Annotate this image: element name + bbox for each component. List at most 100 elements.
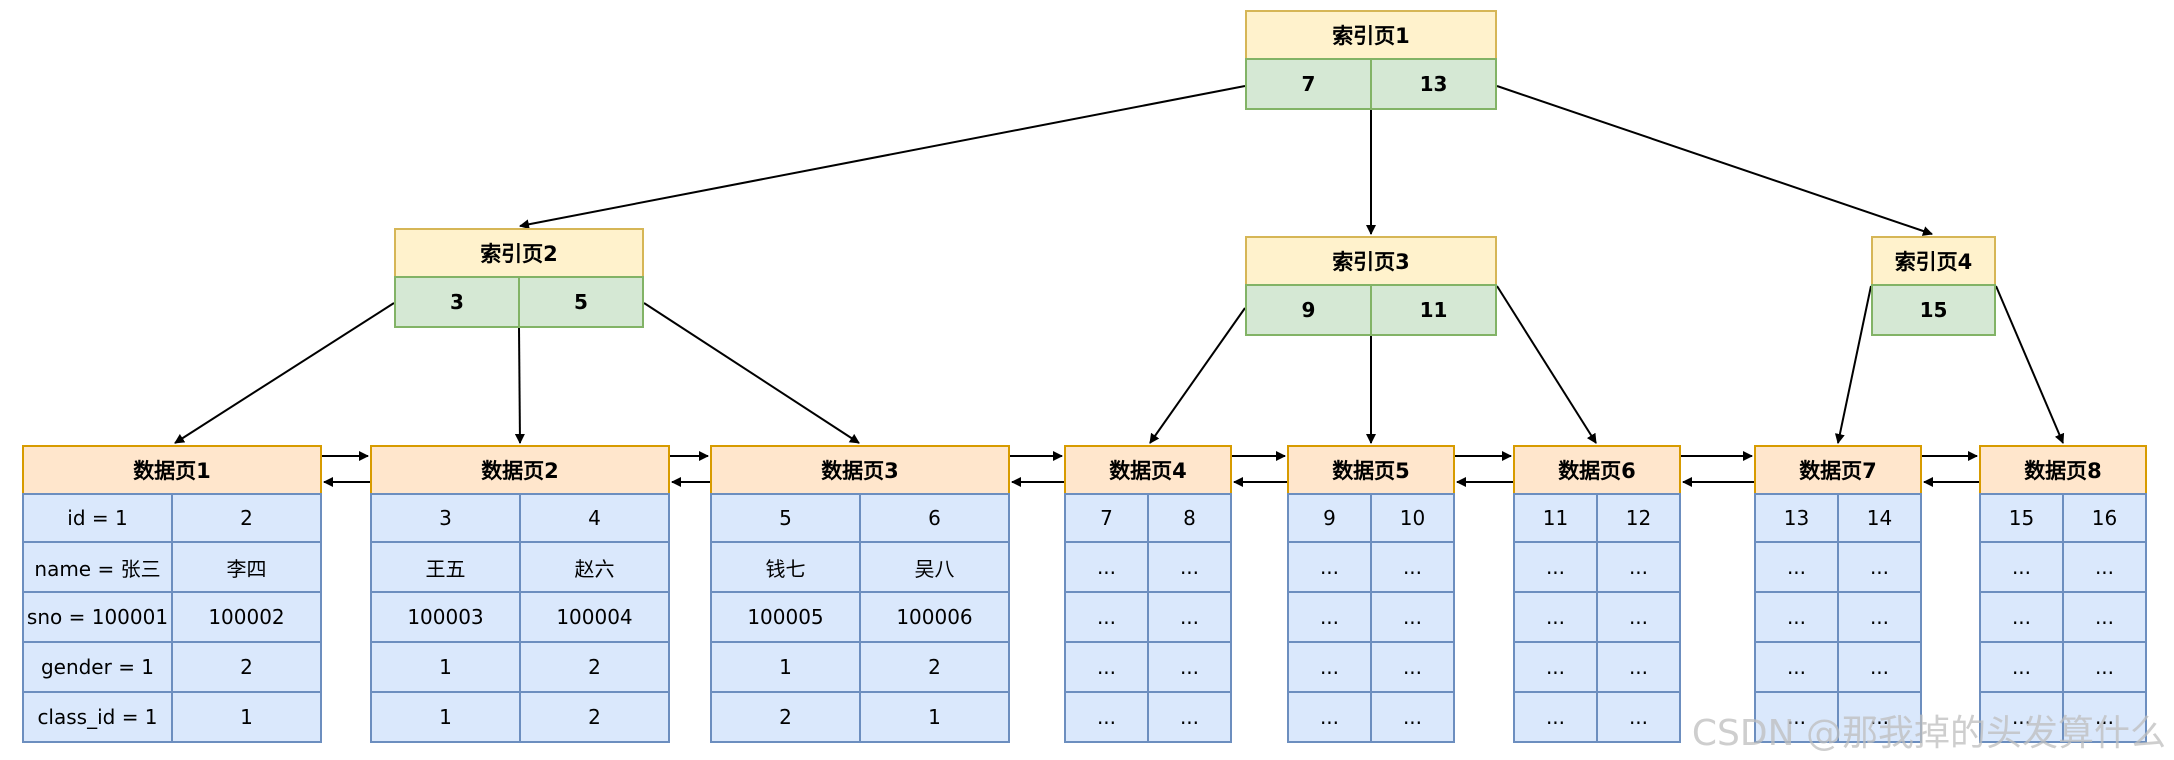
data-cell: 4: [519, 493, 670, 543]
data-page-title: 数据页2: [370, 445, 670, 495]
edge-idx4-dp7: [1834, 285, 1872, 444]
data-cell: 10: [1370, 493, 1455, 543]
data-page-title: 数据页5: [1287, 445, 1455, 495]
index-page-1: 索引页1 7 13: [1245, 10, 1497, 110]
data-row: ......: [1513, 591, 1681, 643]
data-cell: sno = 100001: [22, 591, 173, 643]
data-row: name = 张三李四: [22, 541, 322, 593]
data-cell: 15: [1979, 493, 2064, 543]
data-page-title: 数据页3: [710, 445, 1010, 495]
data-cell: ...: [2062, 591, 2147, 643]
data-cell: ...: [1979, 691, 2064, 743]
index-key: 5: [518, 276, 644, 328]
index-key: 11: [1370, 284, 1497, 336]
data-cell: 1: [710, 641, 861, 693]
data-cell: class_id = 1: [22, 691, 173, 743]
data-row: ......: [1287, 691, 1455, 743]
data-row: ......: [1754, 691, 1922, 743]
data-row: ......: [1064, 691, 1232, 743]
index-page-title: 索引页4: [1871, 236, 1996, 286]
data-cell: 2: [519, 641, 670, 693]
data-cell: ...: [1147, 691, 1232, 743]
data-cell: 2: [519, 691, 670, 743]
data-cell: ...: [1513, 641, 1598, 693]
data-cell: ...: [1370, 541, 1455, 593]
data-cell: ...: [1287, 591, 1372, 643]
edge-idx3-dp6: [1496, 285, 1597, 444]
data-cell: ...: [1596, 591, 1681, 643]
data-cell: ...: [1979, 591, 2064, 643]
data-row: ......: [1979, 691, 2147, 743]
data-cell: ...: [1979, 541, 2064, 593]
data-cell: ...: [1837, 641, 1922, 693]
data-row: ......: [1979, 591, 2147, 643]
data-row: ......: [1287, 591, 1455, 643]
data-cell: 王五: [370, 541, 521, 593]
data-row: ......: [1513, 691, 1681, 743]
edge-idx2-dp1: [174, 302, 395, 444]
data-cell: ...: [1754, 691, 1839, 743]
data-cell: 吴八: [859, 541, 1010, 593]
edge-idx3-dp4: [1149, 307, 1246, 444]
index-key: 15: [1871, 284, 1996, 336]
data-row: ......: [1979, 641, 2147, 693]
data-cell: 5: [710, 493, 861, 543]
index-key: 13: [1370, 58, 1497, 110]
data-cell: 100006: [859, 591, 1010, 643]
data-cell: ...: [1596, 691, 1681, 743]
data-cell: ...: [1147, 591, 1232, 643]
data-cell: 李四: [171, 541, 322, 593]
data-cell: ...: [1287, 541, 1372, 593]
data-cell: 2: [171, 493, 322, 543]
index-key: 9: [1245, 284, 1372, 336]
data-cell: 1: [859, 691, 1010, 743]
data-cell: ...: [1513, 541, 1598, 593]
data-row: ......: [1513, 541, 1681, 593]
data-cell: 2: [859, 641, 1010, 693]
data-cell: 1: [171, 691, 322, 743]
index-page-title: 索引页2: [394, 228, 644, 278]
data-cell: 12: [1596, 493, 1681, 543]
data-cell: 8: [1147, 493, 1232, 543]
edge-idx1-idx4: [1496, 85, 1933, 236]
data-cell: ...: [1064, 541, 1149, 593]
data-cell: 16: [2062, 493, 2147, 543]
index-key: 7: [1245, 58, 1372, 110]
data-cell: ...: [2062, 541, 2147, 593]
data-cell: 7: [1064, 493, 1149, 543]
data-row: 钱七吴八: [710, 541, 1010, 593]
data-cell: 2: [171, 641, 322, 693]
data-page-title: 数据页7: [1754, 445, 1922, 495]
data-cell: ...: [1064, 641, 1149, 693]
edge-idx2-dp2: [514, 327, 525, 444]
data-cell: ...: [2062, 641, 2147, 693]
data-row: ......: [1064, 591, 1232, 643]
data-cell: ...: [1596, 641, 1681, 693]
data-cell: ...: [1287, 641, 1372, 693]
data-cell: 100003: [370, 591, 521, 643]
data-cell: ...: [1147, 541, 1232, 593]
data-cell: 1: [370, 641, 521, 693]
data-cell: ...: [1064, 591, 1149, 643]
data-cell: 100005: [710, 591, 861, 643]
data-cell: ...: [1837, 541, 1922, 593]
index-page-title: 索引页3: [1245, 236, 1497, 286]
